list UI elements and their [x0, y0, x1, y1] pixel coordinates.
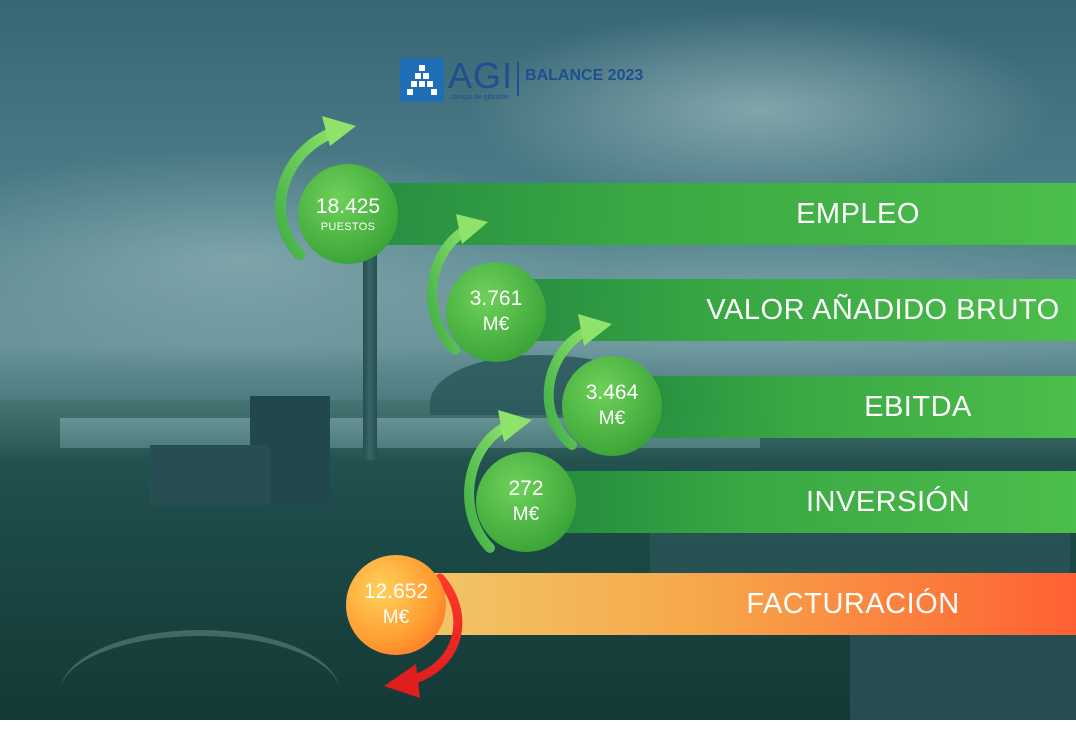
- agi-logo: AGI campo de gibraltar BALANCE 2023: [400, 58, 643, 102]
- metric-bar-inversion: INVERSIÓN: [530, 471, 1076, 533]
- metric-unit: M€: [382, 607, 410, 628]
- logo-subtitle: campo de gibraltar: [451, 94, 509, 101]
- metric-bar-ebitda: EBITDA: [610, 376, 1076, 438]
- metric-unit: M€: [482, 314, 510, 335]
- metric-unit: M€: [598, 408, 626, 429]
- logo-wordmark: AGI campo de gibraltar: [448, 58, 513, 102]
- curved-arrow-up-icon: [427, 214, 488, 355]
- metric-value-facturacion: 12.652 M€: [346, 555, 446, 655]
- metric-value: 272: [508, 477, 544, 500]
- logo-divider: [517, 62, 520, 96]
- curved-arrow-up-icon: [275, 116, 356, 261]
- metric-value-vab: 3.761 M€: [446, 262, 546, 362]
- metric-value-empleo: 18.425 PUESTOS: [298, 164, 398, 264]
- curved-arrow-down-icon: [384, 573, 463, 698]
- metric-label: EBITDA: [864, 390, 972, 423]
- chimney: [363, 250, 377, 460]
- road: [60, 630, 340, 756]
- metric-unit: PUESTOS: [320, 221, 376, 233]
- industrial-building: [150, 445, 270, 505]
- logo-name: AGI: [448, 55, 514, 96]
- metric-value-ebitda: 3.464 M€: [562, 356, 662, 456]
- curved-arrow-up-icon: [464, 410, 532, 553]
- metric-label: EMPLEO: [796, 197, 920, 230]
- page-title: BALANCE 2023: [525, 67, 644, 84]
- curved-arrow-up-icon: [543, 314, 612, 450]
- metric-value: 18.425: [315, 195, 381, 218]
- metric-unit: M€: [512, 504, 540, 525]
- metric-label: INVERSIÓN: [805, 485, 971, 518]
- metric-value: 12.652: [363, 580, 429, 603]
- trend-arrows: [275, 116, 612, 698]
- warehouses-front: [850, 620, 1076, 720]
- metric-label: VALOR AÑADIDO BRUTO: [706, 293, 1060, 326]
- metric-label: FACTURACIÓN: [746, 587, 960, 620]
- metric-value: 3.761: [469, 287, 523, 310]
- metric-value: 3.464: [585, 381, 639, 404]
- metric-value-inversion: 272 M€: [476, 452, 576, 552]
- agi-logo-icon: [400, 58, 444, 102]
- metric-bar-facturacion: FACTURACIÓN: [390, 573, 1076, 635]
